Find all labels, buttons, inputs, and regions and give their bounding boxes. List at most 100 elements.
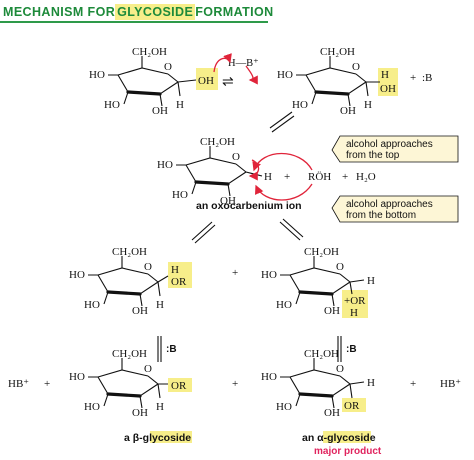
title-part3: FORMATION xyxy=(195,5,274,19)
hb-left: HB⁺ xyxy=(8,378,29,390)
h-anomeric-4: H xyxy=(156,299,164,311)
ring-o-1: O xyxy=(164,61,172,73)
highlight-4 xyxy=(168,262,192,288)
highlight-5 xyxy=(342,290,368,318)
or-5: +OR xyxy=(344,295,366,307)
highlight-beta xyxy=(168,378,192,392)
title-part1: MECHANISM FOR xyxy=(3,5,116,19)
ring-o-beta: O xyxy=(144,363,152,375)
ch2oh-alpha: CH₂OH xyxy=(304,348,339,360)
callout-top-line1: alcohol approaches xyxy=(346,139,433,150)
ho-3b: HO xyxy=(172,189,188,201)
plus-2: + xyxy=(284,171,290,183)
caption-beta: a β-glycoside xyxy=(124,432,191,444)
plus-1: + xyxy=(410,72,416,84)
water: H₂O xyxy=(356,171,376,183)
callout-top-box xyxy=(331,135,459,163)
ring-beta-front xyxy=(106,392,142,398)
h-top-2: H xyxy=(381,69,389,81)
arrow-bottom-attack xyxy=(255,183,313,201)
ring-3-front xyxy=(194,180,230,186)
plus-5: + xyxy=(44,378,50,390)
highlight-oh-1 xyxy=(196,68,218,90)
sugar-alpha: CH₂OH HO HO OH H OR O xyxy=(261,348,375,419)
subst-beta xyxy=(88,358,168,409)
h-4: H xyxy=(171,264,179,276)
arrow-hb-break xyxy=(245,65,258,85)
ho-4b: HO xyxy=(84,299,100,311)
ch2oh-4: CH₂OH xyxy=(112,246,147,258)
caption-oxocarbenium: an oxocarbenium ion xyxy=(196,200,302,212)
subst-4 xyxy=(88,256,169,307)
oh-2c: OH xyxy=(340,105,356,117)
ring-o-alpha: O xyxy=(336,363,344,375)
h-oxo: H xyxy=(264,171,272,183)
arrow-base-right: :B xyxy=(337,336,357,362)
equilibrium-diag-1 xyxy=(269,111,295,133)
ch2oh-2: CH₂OH xyxy=(320,46,355,58)
oh-anomeric-1: OH xyxy=(198,75,214,87)
ring-4-front xyxy=(106,290,142,296)
sugar-2: CH₂OH HO HO OH H OH H O xyxy=(277,46,398,117)
ho-2a: HO xyxy=(277,69,293,81)
h-anomeric-5: H xyxy=(367,275,375,287)
sugar-oxocarbenium: CH₂OH HO HO OH H O xyxy=(157,136,272,207)
roh: RÖH xyxy=(308,171,331,183)
ring-2-front xyxy=(314,90,350,96)
ho-5b: HO xyxy=(276,299,292,311)
ring-o-3: O xyxy=(232,151,240,163)
h-alpha: H xyxy=(367,377,375,389)
ch2oh-5: CH₂OH xyxy=(304,246,339,258)
arrow-top-attack xyxy=(252,152,313,172)
base-1: :B xyxy=(422,72,432,84)
or-4: OR xyxy=(171,276,187,288)
caption-major: major product xyxy=(314,446,382,457)
equilibrium-diag-3 xyxy=(279,218,304,241)
sugar-4: CH₂OH HO HO OH H OR H O xyxy=(69,246,192,317)
highlight-alpha xyxy=(342,398,366,412)
oh-plus-2: OH xyxy=(380,83,396,95)
title-underline xyxy=(0,21,268,23)
callout-bottom-line2: from the bottom xyxy=(346,210,416,221)
h-anomeric-1: H xyxy=(176,99,184,111)
ho-5a: HO xyxy=(261,269,277,281)
caption-alpha: an α-glycoside xyxy=(302,432,376,444)
h-anomeric-2: H xyxy=(364,99,372,111)
ho-4a: HO xyxy=(69,269,85,281)
ho-alpha-a: HO xyxy=(261,371,277,383)
ring-1-front xyxy=(126,90,162,96)
oh-3c: OH xyxy=(220,195,236,207)
or-beta: OR xyxy=(171,380,187,392)
h-beta: H xyxy=(156,401,164,413)
ho-3a: HO xyxy=(157,159,173,171)
callout-bottom-box xyxy=(331,195,459,223)
ho-beta-a: HO xyxy=(69,371,85,383)
plus-4: + xyxy=(232,267,238,279)
callout-bottom: alcohol approaches from the bottom xyxy=(331,195,459,223)
ring-o-5: O xyxy=(336,261,344,273)
base-label-left: :B xyxy=(166,344,177,355)
ring-alpha-front xyxy=(298,392,334,398)
oh-4c: OH xyxy=(132,305,148,317)
base-label-right: :B xyxy=(346,344,357,355)
ch2oh-3: CH₂OH xyxy=(200,136,235,148)
equilibrium-diag-2 xyxy=(191,221,216,244)
oh-alpha-c: OH xyxy=(324,407,340,419)
h-5: H xyxy=(350,307,358,319)
ring-o-2: O xyxy=(352,61,360,73)
oh-beta-c: OH xyxy=(132,407,148,419)
ho-2b: HO xyxy=(292,99,308,111)
subst-alpha xyxy=(280,358,365,409)
plus-3: + xyxy=(342,171,348,183)
ring-o-4: O xyxy=(144,261,152,273)
ch2oh-beta: CH₂OH xyxy=(112,348,147,360)
ho-alpha-b: HO xyxy=(276,401,292,413)
sugar-beta: CH₂OH HO HO OH OR H O xyxy=(69,348,192,419)
callout-top: alcohol approaches from the top xyxy=(331,135,459,163)
sugar-5: CH₂OH HO HO OH H +OR H O xyxy=(261,246,375,319)
ch2oh-1: CH₂OH xyxy=(132,46,167,58)
acid-hb: H—B⁺ xyxy=(228,58,259,69)
subst-2 xyxy=(296,56,380,107)
